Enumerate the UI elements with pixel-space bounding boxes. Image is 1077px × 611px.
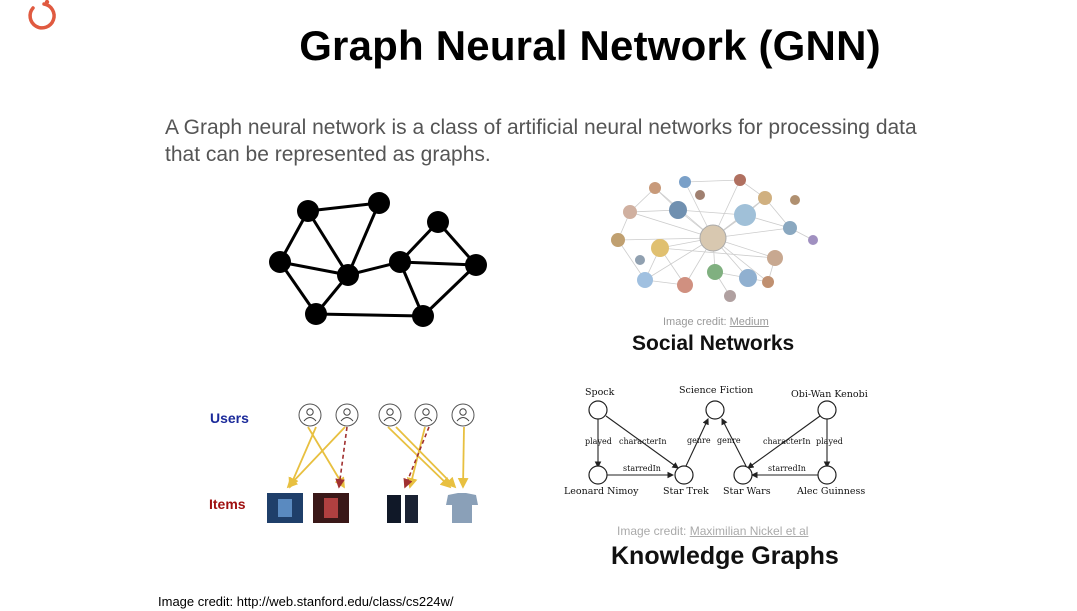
social-network-credit: Image credit: Medium <box>663 316 769 328</box>
avatar <box>739 269 757 287</box>
item-image <box>405 495 418 523</box>
description-line-1: A Graph neural network is a class of art… <box>165 116 917 139</box>
kg-node-spock <box>588 400 608 420</box>
graph-illustration <box>269 192 487 327</box>
avatar <box>790 195 800 205</box>
kg-label-star-trek: Star Trek <box>663 486 709 497</box>
graph-node <box>465 254 487 276</box>
avatar <box>677 277 693 293</box>
items-label: Items <box>209 496 246 512</box>
kg-node-obi-wan <box>817 400 837 420</box>
kg-edge-starred-in-1: starredIn <box>623 464 661 473</box>
kg-edge-starred-in-2: starredIn <box>768 464 806 473</box>
avatar <box>611 233 625 247</box>
graph-node <box>297 200 319 222</box>
kg-edge-genre-1: genre <box>687 436 711 445</box>
kg-edge-genre-2: genre <box>717 436 741 445</box>
kg-node-science-fiction <box>705 400 725 420</box>
avatar <box>758 191 772 205</box>
kg-node-alec-guinness <box>817 465 837 485</box>
slide-title: Graph Neural Network (GNN) <box>299 22 881 69</box>
avatar <box>669 201 687 219</box>
kg-edge-character-in-1: characterIn <box>619 437 667 446</box>
recommender-illustration <box>267 403 478 523</box>
avatar <box>649 182 661 194</box>
avatar <box>635 255 645 265</box>
graph-node <box>389 251 411 273</box>
knowledge-graph-illustration: Spock Science Fiction Obi-Wan Kenobi Leo… <box>564 385 868 497</box>
kg-edge-played-1: played <box>585 437 612 446</box>
users-label: Users <box>210 410 249 426</box>
graph-node <box>368 192 390 214</box>
social-network-illustration <box>611 174 818 302</box>
avatar <box>707 264 723 280</box>
avatar <box>695 190 705 200</box>
logo-icon <box>28 0 56 30</box>
description-line-2: that can be represented as graphs. <box>165 143 491 166</box>
kg-edge-character-in-2: characterIn <box>763 437 811 446</box>
item-image <box>387 495 401 523</box>
avatar <box>637 272 653 288</box>
avatar <box>699 224 727 252</box>
avatar <box>783 221 797 235</box>
kg-label-obi-wan: Obi-Wan Kenobi <box>791 389 868 400</box>
social-networks-heading: Social Networks <box>632 332 795 355</box>
avatar <box>623 205 637 219</box>
kg-node-star-wars <box>733 465 753 485</box>
avatar <box>679 176 691 188</box>
avatar <box>762 276 774 288</box>
knowledge-graph-credit: Image credit: Maximilian Nickel et al <box>617 524 808 538</box>
graph-node <box>337 264 359 286</box>
graph-node <box>427 211 449 233</box>
graph-node <box>269 251 291 273</box>
kg-label-leonard-nimoy: Leonard Nimoy <box>564 486 639 497</box>
kg-node-leonard-nimoy <box>588 465 608 485</box>
credit-prefix: Image credit: <box>617 524 690 538</box>
kg-label-star-wars: Star Wars <box>723 486 771 497</box>
graph-node <box>412 305 434 327</box>
kg-node-star-trek <box>674 465 694 485</box>
slide-description: A Graph neural network is a class of art… <box>165 114 985 168</box>
credit-link-nickel[interactable]: Maximilian Nickel et al <box>689 524 809 538</box>
avatar <box>808 235 818 245</box>
avatar <box>734 204 756 226</box>
credit-link-medium[interactable]: Medium <box>729 316 769 328</box>
avatar <box>767 250 783 266</box>
avatar <box>651 239 669 257</box>
kg-label-science-fiction: Science Fiction <box>679 385 753 396</box>
avatar <box>734 174 746 186</box>
kg-label-alec-guinness: Alec Guinness <box>796 486 865 497</box>
kg-edge-played-2: played <box>816 437 843 446</box>
graph-node <box>305 303 327 325</box>
knowledge-graphs-heading: Knowledge Graphs <box>611 542 839 570</box>
kg-label-spock: Spock <box>585 387 615 398</box>
footer-image-credit: Image credit: http://web.stanford.edu/cl… <box>158 594 454 609</box>
item-image <box>446 493 478 523</box>
avatar <box>724 290 736 302</box>
credit-prefix: Image credit: <box>663 316 730 328</box>
